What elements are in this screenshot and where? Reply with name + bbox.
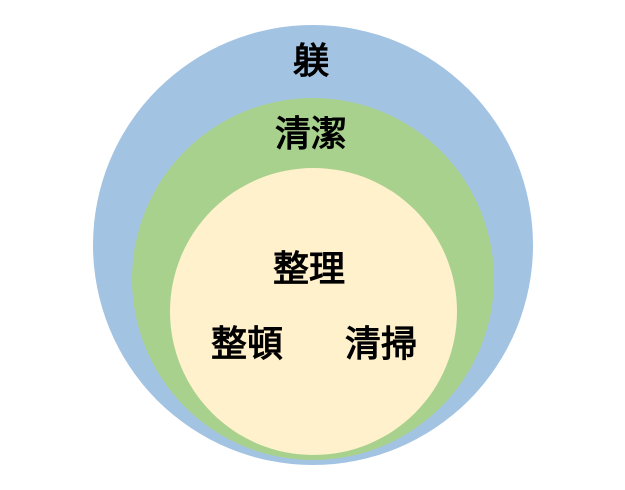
inner-circle-label-left: 整頓 — [211, 324, 284, 365]
inner-circle-label-right: 清掃 — [345, 324, 418, 365]
inner-circle — [170, 168, 457, 455]
inner-circle-label-top: 整理 — [273, 249, 346, 290]
middle-circle-label: 清潔 — [275, 114, 348, 155]
outer-circle-label: 躾 — [293, 41, 330, 82]
